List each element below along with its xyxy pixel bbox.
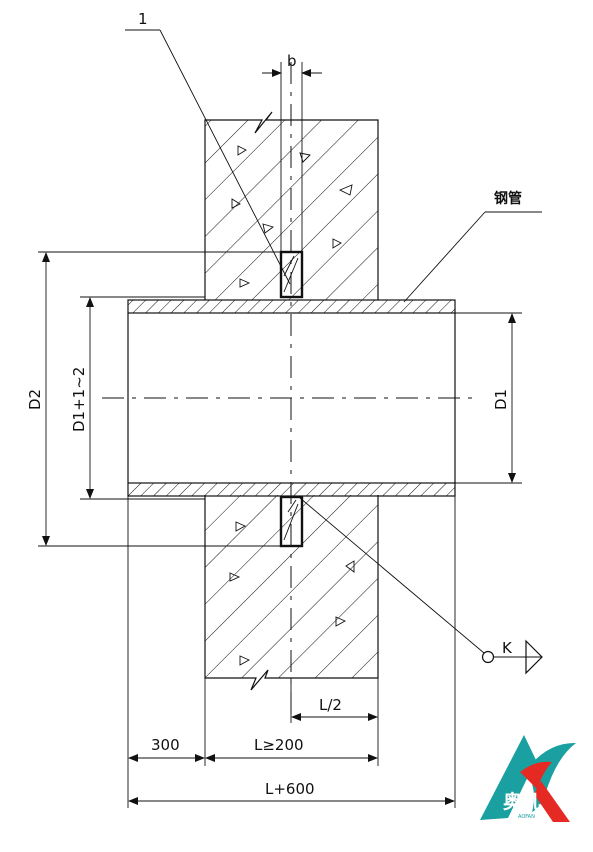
callout-1: 1 bbox=[125, 10, 291, 285]
lower-wall bbox=[204, 495, 379, 691]
bottom-dimensions: L/2 300 L≥200 L+600 bbox=[127, 496, 456, 808]
dim-d1-plus-label: D1+1~2 bbox=[70, 367, 88, 432]
dim-b-label: b bbox=[287, 52, 297, 70]
dim-d1-plus: D1+1~2 bbox=[70, 296, 205, 500]
logo-subtext: AOFAN bbox=[518, 814, 535, 820]
callout-1-label: 1 bbox=[138, 10, 148, 28]
dim-b: b bbox=[262, 52, 322, 252]
dim-d2: D2 bbox=[26, 251, 281, 547]
logo-text: 奥凡 bbox=[503, 790, 541, 813]
dim-300-label: 300 bbox=[151, 736, 180, 754]
dim-total-l-label: L+600 bbox=[265, 780, 315, 798]
k-callout: K bbox=[299, 497, 543, 675]
steel-pipe-label: 钢管 bbox=[494, 190, 522, 207]
steel-pipe-callout: 钢管 bbox=[403, 190, 542, 303]
dim-d1-label: D1 bbox=[492, 389, 510, 410]
dim-wall-l-label: L≥200 bbox=[254, 736, 304, 754]
aofan-logo: 奥凡 AOFAN bbox=[480, 735, 576, 822]
dim-half-l-label: L/2 bbox=[319, 696, 342, 714]
dim-d2-label: D2 bbox=[26, 389, 44, 410]
dim-d1: D1 bbox=[455, 312, 522, 484]
k-label: K bbox=[502, 639, 513, 657]
